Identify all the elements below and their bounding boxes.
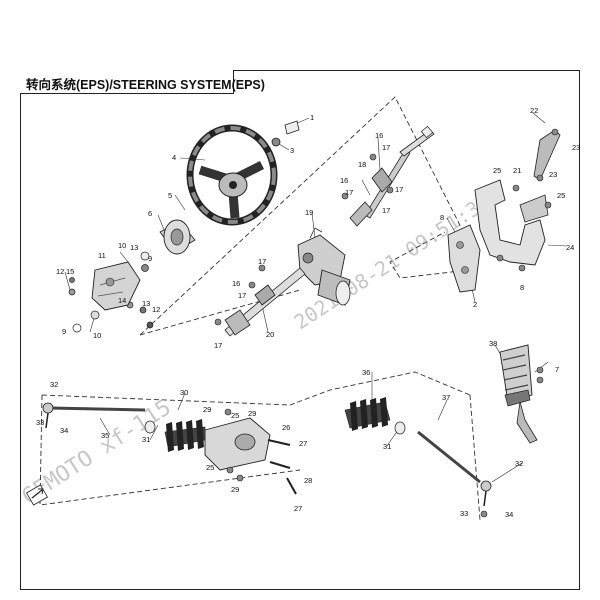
callout-18: 18 — [358, 160, 366, 169]
rack-boundary — [41, 371, 471, 406]
callout-25b: 25 — [557, 191, 565, 200]
diagram-frame — [20, 70, 580, 590]
callout-9a: 9 — [62, 327, 66, 336]
callout-29c: 29 — [231, 485, 239, 494]
switch-bracket — [91, 261, 141, 311]
callout-19: 19 — [305, 208, 313, 217]
callout-29b: 29 — [248, 409, 256, 418]
callout-1: 1 — [310, 113, 314, 122]
callout-31b: 31 — [383, 442, 391, 451]
callout-2: 2 — [473, 300, 477, 309]
wheel-boss — [159, 219, 196, 255]
tie-rods — [42, 402, 492, 518]
upper-steering-shaft — [341, 125, 435, 227]
callout-27b: 27 — [294, 504, 302, 513]
callout-12b: 12 — [152, 305, 160, 314]
callout-15: 15 — [66, 267, 74, 276]
callout-29a: 29 — [203, 405, 211, 414]
callout-32a: 32 — [50, 380, 58, 389]
callout-34b: 34 — [505, 510, 513, 519]
callout-13a: 13 — [130, 243, 138, 252]
callout-23a: 23 — [572, 143, 580, 152]
callout-34a: 34 — [60, 426, 68, 435]
callout-35: 35 — [101, 431, 109, 440]
callout-8a: 8 — [440, 213, 444, 222]
callout-20: 20 — [266, 330, 274, 339]
accelerator-pedal — [499, 344, 544, 444]
callout-10a: 10 — [118, 241, 126, 250]
callout-9b: 9 — [148, 254, 152, 263]
callout-17f: 17 — [238, 291, 246, 300]
callout-3: 3 — [290, 146, 294, 155]
callout-36: 36 — [362, 368, 370, 377]
callout-32b: 32 — [515, 459, 523, 468]
callout-17a: 17 — [382, 143, 390, 152]
callout-23b: 23 — [549, 170, 557, 179]
callout-11: 11 — [98, 251, 106, 260]
rack-left-boundary — [39, 394, 301, 506]
eps-motor-unit — [297, 227, 351, 306]
support-frame — [474, 128, 561, 272]
callout-27a: 27 — [299, 439, 307, 448]
callout-26: 26 — [282, 423, 290, 432]
steering-column-boundary — [139, 96, 471, 336]
callout-8b: 8 — [520, 283, 524, 292]
callout-28: 28 — [304, 476, 312, 485]
callout-4: 4 — [172, 153, 176, 162]
callout-17b: 17 — [395, 185, 403, 194]
callout-33b: 33 — [460, 509, 468, 518]
small-fasteners — [68, 251, 154, 333]
callout-17e: 17 — [258, 257, 266, 266]
callout-17c: 17 — [382, 206, 390, 215]
callout-31a: 31 — [142, 435, 150, 444]
callout-22: 22 — [530, 106, 538, 115]
callout-17g: 17 — [214, 341, 222, 350]
diagram-title: 转向系统(EPS)/STEERING SYSTEM(EPS) — [26, 78, 265, 92]
callout-6: 6 — [148, 209, 152, 218]
callout-37: 37 — [442, 393, 450, 402]
front-direction-arrow-icon — [26, 484, 48, 506]
callout-25a: 25 — [493, 166, 501, 175]
callout-24: 24 — [566, 243, 574, 252]
steering-rack — [144, 397, 406, 495]
column-bracket — [447, 224, 481, 293]
callout-7: 7 — [555, 365, 559, 374]
intermediate-shaft — [214, 264, 306, 337]
callout-38: 38 — [489, 339, 497, 348]
callout-33a: 33 — [36, 418, 44, 427]
callout-10b: 10 — [93, 331, 101, 340]
rack-right-boundary — [469, 394, 481, 521]
wheel-nut — [271, 137, 281, 147]
horn-cap — [284, 120, 300, 135]
callout-13b: 13 — [142, 299, 150, 308]
callout-30: 30 — [180, 388, 188, 397]
callout-21: 21 — [513, 166, 521, 175]
callout-17d: 17 — [345, 188, 353, 197]
callout-25d: 25 — [206, 463, 214, 472]
callout-16c: 16 — [232, 279, 240, 288]
callout-12a: 12 — [56, 267, 64, 276]
callout-14: 14 — [118, 296, 126, 305]
title-box: 转向系统(EPS)/STEERING SYSTEM(EPS) — [20, 70, 265, 94]
callout-numbers: 1 2 3 4 5 6 7 8 8 9 9 10 10 11 12 12 13 … — [36, 106, 580, 519]
callout-16b: 16 — [340, 176, 348, 185]
steering-wheel — [186, 124, 278, 226]
callout-5: 5 — [168, 191, 172, 200]
callout-25c: 25 — [231, 411, 239, 420]
callout-16a: 16 — [375, 131, 383, 140]
